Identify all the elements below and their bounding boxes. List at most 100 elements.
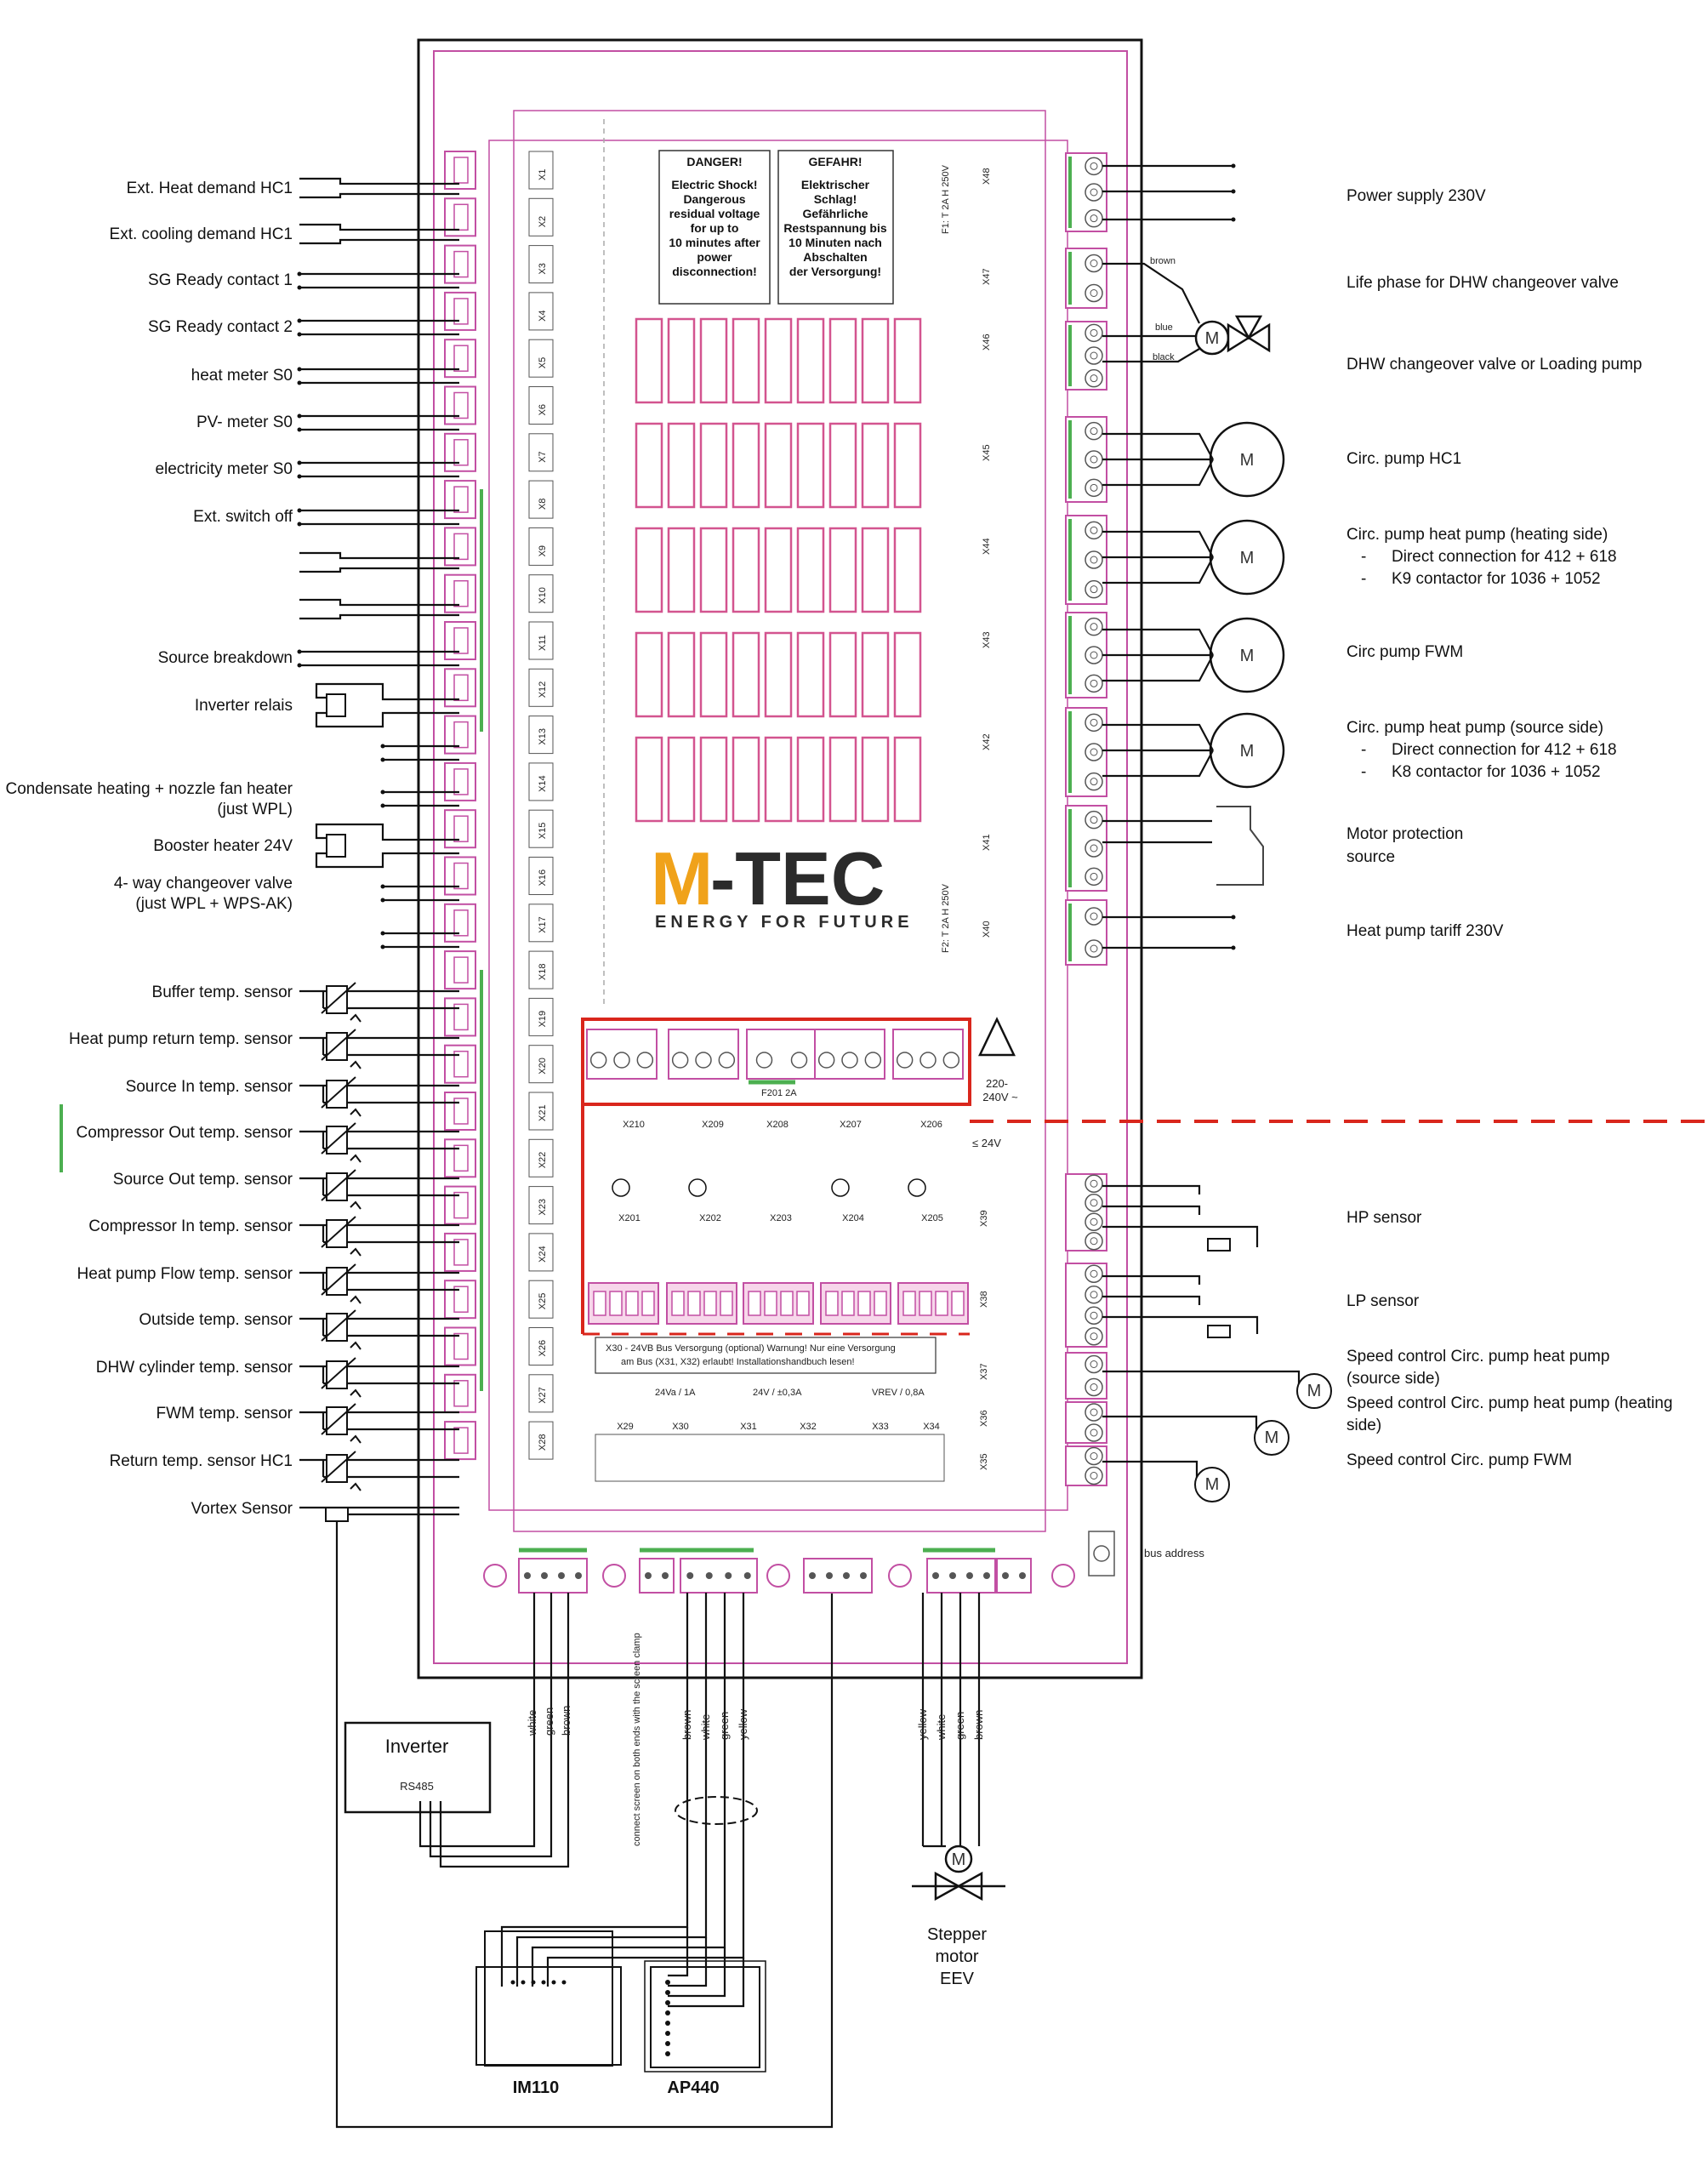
left-terminal-slot bbox=[453, 768, 469, 795]
x-label-box bbox=[528, 950, 554, 989]
x-label-box bbox=[528, 480, 554, 519]
screw-terminal-inner bbox=[1090, 718, 1098, 727]
x-mid-label: X207 bbox=[840, 1120, 862, 1130]
four-way-valve-label-2: (just WPL + WPS-AK) bbox=[135, 895, 293, 913]
lp-sensor-wire bbox=[1102, 1274, 1201, 1285]
speed-fwm-label: Speed control Circ. pump FWM bbox=[1346, 1451, 1572, 1469]
x-bus-label: X29 bbox=[617, 1422, 634, 1432]
condensate-heating-label-2: (just WPL) bbox=[217, 801, 293, 818]
bus-wire-label: yellow bbox=[737, 1708, 749, 1740]
lv-label: ≤ 24V bbox=[972, 1137, 1001, 1149]
im110-box bbox=[484, 1930, 613, 2067]
thermistor-arrow bbox=[350, 1108, 362, 1117]
screw-terminal-inner bbox=[1090, 328, 1098, 337]
bus-24v: 24Va / 1A bbox=[655, 1388, 696, 1398]
x-label-box bbox=[528, 527, 554, 566]
hp-sensor-wire bbox=[1102, 1205, 1201, 1215]
screw-terminal-inner bbox=[1090, 1408, 1098, 1417]
wire-end-dot bbox=[1231, 915, 1236, 920]
screw-terminal-inner bbox=[1090, 1269, 1098, 1278]
vortex-sensor-icon bbox=[325, 1507, 349, 1522]
thermistor-arrow bbox=[350, 1482, 362, 1491]
hv-screw bbox=[636, 1052, 654, 1069]
bus-note: X30 - 24VB Bus Versorgung (optional) War… bbox=[595, 1337, 937, 1398]
x-low-label: X205 bbox=[921, 1213, 943, 1223]
x-mid-label: X209 bbox=[702, 1120, 724, 1130]
pink-connector-pin bbox=[609, 1291, 623, 1316]
x-mid-label: X208 bbox=[766, 1120, 789, 1130]
screw-terminal-inner bbox=[1090, 1199, 1098, 1207]
x-terminal-label: X4 bbox=[538, 310, 548, 321]
bottom-pin bbox=[743, 1572, 751, 1579]
valve-icon bbox=[1227, 322, 1251, 353]
bottom-pin bbox=[1002, 1572, 1009, 1579]
wire-black-label: black bbox=[1153, 352, 1175, 362]
pink-connector-pin bbox=[780, 1291, 794, 1316]
x-terminal-label: X12 bbox=[538, 681, 548, 698]
pump-wire bbox=[1102, 750, 1214, 778]
ap440-pin bbox=[665, 2021, 670, 2026]
im110-label: IM110 bbox=[513, 2078, 559, 2097]
x-right-label: X40 bbox=[982, 921, 992, 938]
x-terminal-label: X18 bbox=[538, 964, 548, 981]
electricity-meter-s0-label: electricity meter S0 bbox=[155, 460, 293, 478]
ap440-pin bbox=[665, 2010, 670, 2016]
warning-de-line: Gefährliche bbox=[802, 207, 868, 220]
thermistor-arrow bbox=[350, 1434, 362, 1444]
thermistor-icon bbox=[326, 1360, 348, 1389]
ap440-pin bbox=[665, 2051, 670, 2056]
ap440-pin bbox=[665, 1990, 670, 1995]
bus-wire-label: green bbox=[718, 1712, 731, 1740]
pink-connector-pin bbox=[764, 1291, 777, 1316]
x-bus-label: X31 bbox=[740, 1422, 757, 1432]
pink-connector-pin bbox=[748, 1291, 761, 1316]
left-terminal-slot bbox=[453, 1003, 469, 1031]
left-terminal-slot bbox=[453, 1144, 469, 1172]
direct-conn-b-label: Direct connection for 412 + 618 bbox=[1392, 741, 1617, 759]
relay-slot bbox=[732, 631, 760, 718]
relay-slot bbox=[635, 527, 663, 613]
x-right-low-label: X37 bbox=[979, 1363, 989, 1380]
x-label-box bbox=[528, 1280, 554, 1319]
pv-meter-s0-label: PV- meter S0 bbox=[196, 413, 293, 431]
sg-ready-contact-2-label: SG Ready contact 2 bbox=[148, 318, 293, 336]
vortex-bus-wire bbox=[335, 1521, 834, 2129]
left-terminal-slot bbox=[453, 627, 469, 654]
x-mid-label: X210 bbox=[623, 1120, 645, 1130]
relay-slot bbox=[861, 527, 890, 613]
hp-tariff-label: Heat pump tariff 230V bbox=[1346, 922, 1504, 940]
ap440-pin bbox=[665, 2000, 670, 2005]
bus-wire-im110 bbox=[515, 1593, 708, 1987]
x-label-box bbox=[528, 716, 554, 755]
controller-inner-panel bbox=[513, 110, 1046, 1532]
bus-wire-ap440 bbox=[668, 1958, 745, 2008]
relay-slot bbox=[732, 422, 760, 509]
x-terminal-label: X2 bbox=[538, 216, 548, 227]
pink-connector-pin bbox=[902, 1291, 916, 1316]
motor-protection-switch-icon bbox=[1216, 806, 1264, 886]
hp-sensor-wire bbox=[1102, 1225, 1259, 1247]
circ-pump-hp-source-label: Circ. pump heat pump (source side) bbox=[1346, 719, 1603, 737]
relay-slot bbox=[796, 736, 825, 823]
screw-terminal-inner bbox=[1090, 1383, 1098, 1391]
ap440-label: AP440 bbox=[667, 2078, 719, 2097]
x-label-box bbox=[528, 386, 554, 425]
bottom-pin bbox=[932, 1572, 939, 1579]
left-terminal-slot bbox=[453, 486, 469, 513]
x-label-box bbox=[528, 1374, 554, 1413]
thermistor-arrow bbox=[350, 1200, 362, 1210]
relay-slot bbox=[861, 631, 890, 718]
contact-wire bbox=[299, 598, 459, 607]
screw-terminal-inner bbox=[1090, 651, 1098, 659]
x-label-box bbox=[528, 1233, 554, 1272]
x-right-label: X43 bbox=[982, 631, 992, 648]
circ-pump-fwm-label: Circ pump FWM bbox=[1346, 643, 1463, 661]
warning-en-line: Dangerous bbox=[683, 192, 745, 206]
relay-wire bbox=[315, 852, 459, 869]
controller-board bbox=[433, 50, 1128, 1664]
x-label-box bbox=[528, 1186, 554, 1225]
x-bus-label: X30 bbox=[672, 1422, 689, 1432]
